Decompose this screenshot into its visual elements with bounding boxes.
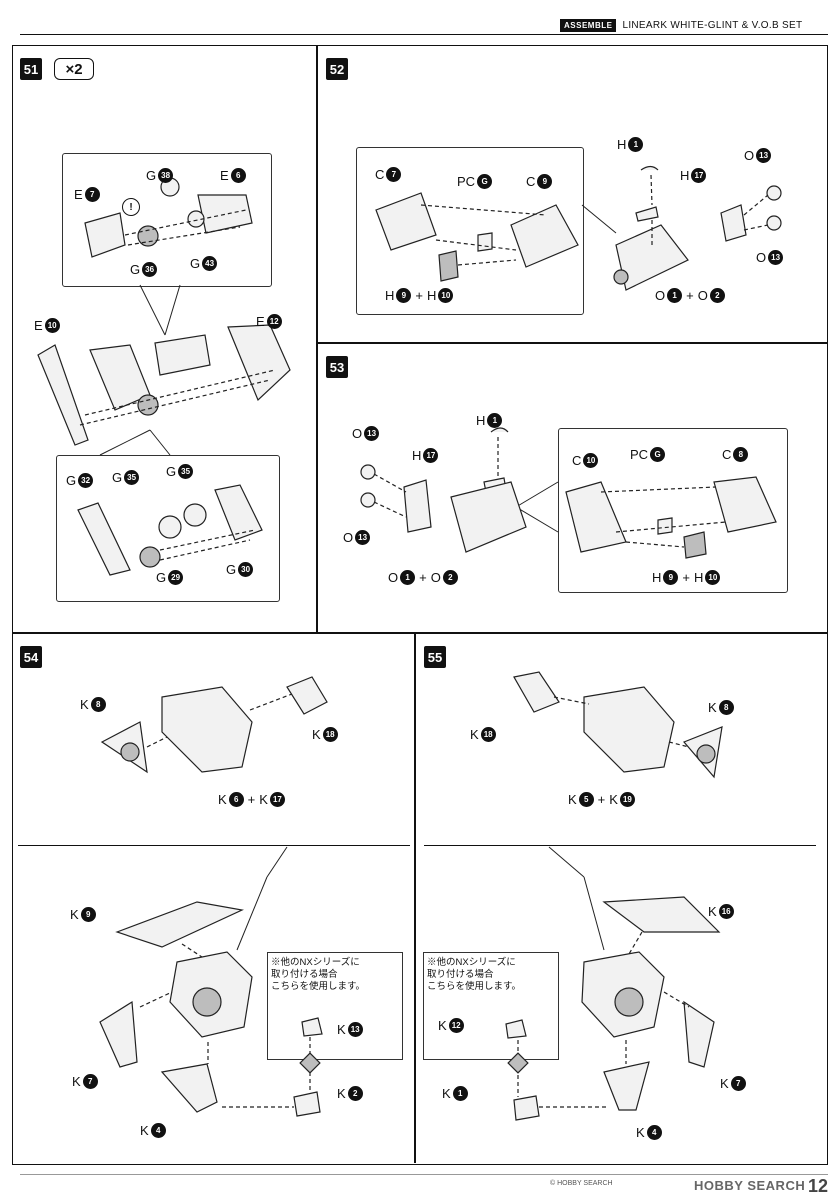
divider-vertical-top bbox=[316, 45, 318, 632]
step-55-illustration bbox=[505, 671, 723, 1121]
step-54-sub-rule bbox=[18, 845, 410, 846]
header-title: LINEARK WHITE-GLINT & V.O.B SET bbox=[622, 19, 803, 31]
step-52-illustration bbox=[375, 165, 782, 291]
step-54-illustration bbox=[99, 676, 328, 1117]
step-53-badge: 53 bbox=[326, 356, 348, 378]
divider-52-53 bbox=[316, 342, 827, 344]
footer-copyright: © HOBBY SEARCH bbox=[550, 1180, 613, 1187]
page-footer: © HOBBY SEARCH HOBBY SEARCH 12 bbox=[20, 1170, 828, 1196]
step-55-note: ※他のNXシリーズに 取り付ける場合 こちらを使用します。 bbox=[427, 957, 522, 992]
step-55-badge: 55 bbox=[424, 646, 446, 668]
step-51-illustration bbox=[37, 177, 291, 576]
divider-vertical-bottom bbox=[414, 632, 416, 1163]
steps-frame bbox=[12, 45, 828, 1165]
step-54-badge: 54 bbox=[20, 646, 42, 668]
step-52-badge: 52 bbox=[326, 58, 348, 80]
assemble-tag: ASSEMBLE bbox=[560, 18, 617, 32]
divider-top-bottom bbox=[12, 632, 827, 634]
step-51-badge: 51 bbox=[20, 58, 42, 80]
header-rule bbox=[20, 34, 828, 35]
step-54-note: ※他のNXシリーズに 取り付ける場合 こちらを使用します。 bbox=[271, 957, 366, 992]
step-51-multiplier: ×2 bbox=[54, 58, 94, 80]
page-number: 12 bbox=[808, 1176, 829, 1196]
step-55-note-box bbox=[423, 952, 559, 1060]
hobby-search-watermark: HOBBY SEARCH bbox=[694, 1178, 806, 1193]
footer-rule bbox=[20, 1174, 828, 1175]
step-55-sub-rule bbox=[424, 845, 816, 846]
page-header: ASSEMBLE LINEARK WHITE-GLINT & V.O.B SET bbox=[560, 18, 828, 32]
label-51-caution: ! bbox=[122, 198, 140, 216]
step-54-note-box bbox=[267, 952, 403, 1060]
step-53-illustration bbox=[360, 427, 777, 559]
